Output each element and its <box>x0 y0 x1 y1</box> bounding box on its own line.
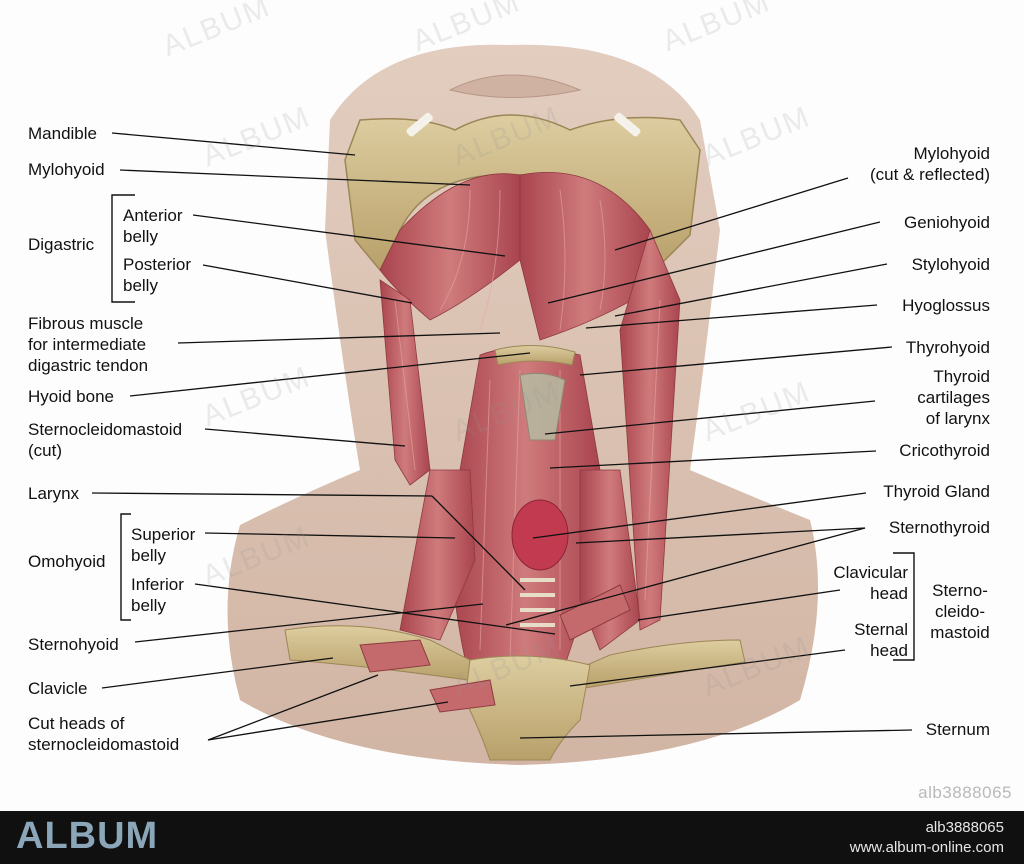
footer-image-id: alb3888065 <box>925 819 1004 836</box>
label-geniohyoid: Geniohyoid <box>903 213 990 232</box>
label-larynx: Larynx <box>28 484 80 503</box>
image-id-stamp: alb3888065 <box>918 783 1012 802</box>
muscle-fibers <box>394 189 661 661</box>
label-sternum: Sternum <box>925 720 990 739</box>
label-mylohyoid: Mylohyoid <box>28 160 105 179</box>
label-clavicular-head: Clavicular head <box>833 563 908 603</box>
trachea-rings <box>520 578 555 627</box>
label-cricothyroid: Cricothyroid <box>899 441 990 460</box>
label-thyrohyoid: Thyrohyoid <box>905 338 990 357</box>
footer-bar: ALBUM alb3888065 www.album-online.com <box>0 811 1024 864</box>
label-scm-cut: Sternocleidomastoid (cut) <box>28 420 183 460</box>
thyroid-cartilage-shape <box>519 372 566 441</box>
cut-heads-shapes <box>359 584 631 713</box>
footer-logo: ALBUM <box>16 815 159 857</box>
mandible-shape <box>344 114 701 272</box>
label-digastric: Digastric <box>28 235 95 254</box>
leader-lines <box>91 132 913 741</box>
label-stylohyoid: Stylohyoid <box>911 255 990 274</box>
label-clavicle: Clavicle <box>28 679 88 698</box>
teeth <box>406 112 641 137</box>
label-cut-heads: Cut heads of sternocleidomastoid <box>28 714 180 754</box>
chin-lip <box>448 74 582 98</box>
label-mandible: Mandible <box>28 124 97 143</box>
hyoid-shape <box>494 345 576 366</box>
label-sternal-head: Sternal head <box>854 620 908 660</box>
label-hyoglossus: Hyoglossus <box>902 296 990 315</box>
footer-url: www.album-online.com <box>849 839 1004 856</box>
label-thyroid-cartilages: Thyroid cartilages of larynx <box>917 367 990 428</box>
label-sternothyroid: Sternothyroid <box>888 518 990 537</box>
label-fibrous-muscle: Fibrous muscle for intermediate digastri… <box>28 314 149 375</box>
label-hyoid-bone: Hyoid bone <box>28 387 115 406</box>
label-thyroid-gland: Thyroid Gland <box>883 482 990 501</box>
label-sternocleidomastoid: Sterno- cleido- mastoid <box>930 581 990 642</box>
label-superior-belly: Superior belly <box>131 525 196 565</box>
label-inferior-belly: Inferior belly <box>131 575 184 615</box>
label-anterior-belly: Anterior belly <box>123 206 183 246</box>
label-omohyoid: Omohyoid <box>28 552 106 571</box>
label-posterior-belly: Posterior belly <box>123 255 192 295</box>
thyroid-gland-shape <box>511 499 569 571</box>
sternum-shape <box>464 655 591 761</box>
label-sternohyoid: Sternohyoid <box>28 635 119 654</box>
neck-anatomy-figure <box>91 44 915 766</box>
brackets <box>111 194 915 661</box>
muscles <box>379 171 681 681</box>
label-mylohyoid-cut: Mylohyoid (cut & reflected) <box>870 144 990 184</box>
